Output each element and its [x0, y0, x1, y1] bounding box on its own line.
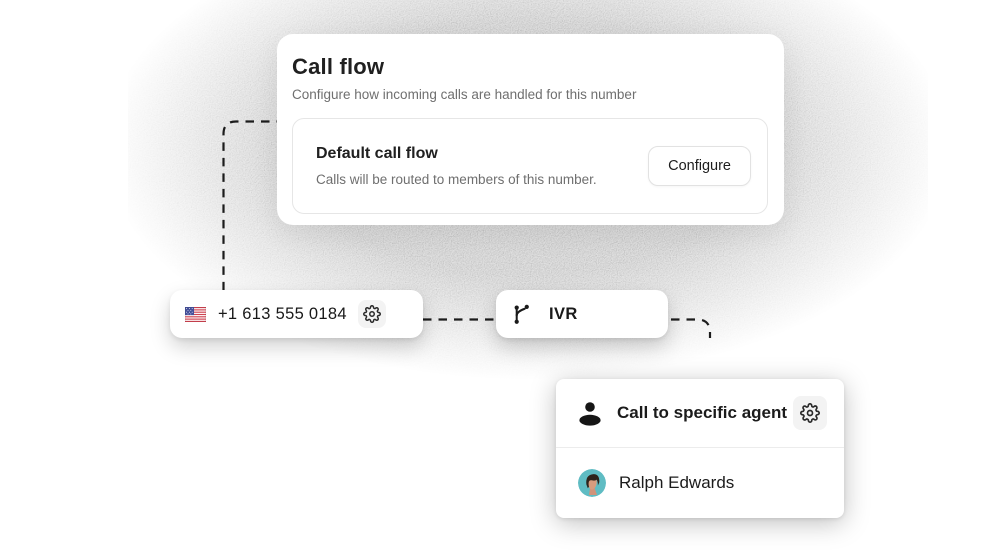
agent-card-header: Call to specific agent [556, 379, 844, 448]
phone-number-node[interactable]: +1 613 555 0184 [170, 290, 423, 338]
ralph-edwards-avatar [578, 468, 606, 497]
default-call-flow-description: Calls will be routed to members of this … [316, 172, 597, 187]
ivr-label: IVR [549, 304, 578, 323]
default-call-flow-texts: Default call flow Calls will be routed t… [316, 143, 597, 189]
us-flag-icon [185, 306, 206, 322]
default-call-flow-title: Default call flow [316, 145, 438, 162]
gear-icon [800, 403, 820, 423]
ivr-node[interactable]: IVR [496, 290, 668, 338]
agent-card-title: Call to specific agent [617, 403, 788, 422]
branch-icon [510, 303, 533, 326]
agent-card: Call to specific agent [556, 379, 844, 518]
default-call-flow-row: Default call flow Calls will be routed t… [292, 118, 768, 214]
call-flow-subtitle: Configure how incoming calls are handled… [292, 87, 637, 102]
phone-settings-button[interactable] [357, 300, 386, 328]
call-flow-card: Call flow Configure how incoming calls a… [277, 34, 784, 225]
configure-button[interactable]: Configure [648, 146, 751, 186]
connector-card-to-phone [222, 120, 285, 290]
person-icon [578, 400, 602, 427]
call-flow-title: Call flow [292, 54, 385, 79]
agent-name: Ralph Edwards [619, 472, 735, 492]
phone-number: +1 613 555 0184 [218, 304, 347, 323]
agent-settings-button[interactable] [793, 396, 827, 430]
agent-row-ralph-edwards[interactable]: Ralph Edwards [556, 448, 844, 517]
gear-icon [362, 305, 381, 323]
